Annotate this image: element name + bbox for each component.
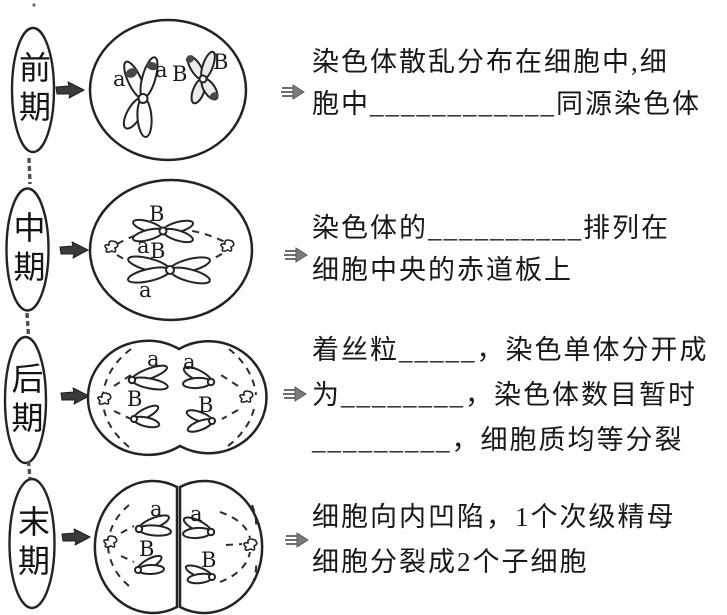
chromatid-label: B	[150, 239, 165, 263]
centromere	[206, 377, 216, 387]
connector-mark-icon	[25, 312, 31, 337]
description-line: 着丝粒_____，染色单体分开成	[312, 335, 709, 365]
arrow-right-icon	[60, 387, 90, 405]
arrow-right-icon	[61, 528, 91, 546]
chromosome-a-right	[182, 366, 216, 390]
centromere	[208, 417, 216, 425]
cell-telophase	[93, 479, 264, 615]
phase-label-prophase: 前期	[15, 51, 51, 129]
chromatid-label: B	[127, 387, 142, 411]
chromatid-label: B	[198, 393, 213, 417]
arrow-right-icon	[55, 81, 85, 99]
phase-label-metaphase: 中期	[9, 210, 46, 289]
centromere	[134, 524, 144, 534]
chromatid-labels: a a B B B a B a a a B B a B a B	[113, 50, 228, 572]
arrow-right-icon	[59, 241, 89, 259]
chromosome-b	[185, 50, 219, 105]
chromatid-label: a	[113, 67, 126, 91]
chromatid-label: a	[137, 234, 150, 258]
chromatid-label: a	[183, 350, 196, 374]
chromosome-a	[127, 255, 211, 285]
centromere	[130, 415, 138, 423]
chromatid-label: B	[201, 548, 216, 572]
chromosome-a-right	[182, 516, 216, 540]
chromosome-b-right	[184, 564, 216, 585]
cell-anaphase	[86, 339, 268, 457]
centromere	[158, 226, 168, 236]
phase-oval-prophase	[10, 26, 56, 154]
centromere	[137, 93, 149, 104]
centromere	[134, 566, 142, 574]
centromere	[127, 375, 137, 385]
centromere	[165, 265, 175, 275]
chromatid-label: B	[139, 537, 154, 561]
chromosome-b-left	[134, 554, 165, 576]
description-line: 染色体散乱分布在细胞中,细	[312, 47, 669, 77]
phase-label-anaphase: 后期	[7, 361, 44, 440]
phase-oval-anaphase	[3, 335, 48, 465]
arrow-right-icon	[280, 84, 305, 100]
chromatid-label: B	[213, 50, 228, 74]
centromere	[198, 74, 208, 84]
centromere	[208, 573, 216, 581]
arrow-right-icon	[284, 532, 309, 548]
description-line: 细胞中央的赤道板上	[312, 255, 573, 285]
description-metaphase: 染色体的__________排列在 细胞中央的赤道板上	[312, 207, 727, 291]
description-line: 细胞分裂成2个子细胞	[312, 547, 589, 577]
cell-membrane	[88, 178, 254, 322]
phase-connector-marks	[25, 3, 36, 480]
connector-mark-icon	[27, 157, 32, 185]
description-prophase: 染色体散乱分布在细胞中,细 胞中____________同源染色体	[312, 41, 727, 125]
chromosome-b-left	[130, 404, 161, 429]
chromatid-label: a	[150, 497, 163, 521]
description-line: 染色体的__________排列在	[312, 213, 670, 243]
description-line: 细胞向内凹陷，1个次级精母	[312, 502, 676, 532]
phase-label-telophase: 末期	[14, 504, 50, 583]
description-anaphase: 着丝粒_____，染色单体分开成 为________，染色体数目暂时 _____…	[312, 328, 727, 463]
chromosome-a-left	[134, 514, 172, 537]
chromatid-label: B	[149, 202, 164, 226]
description-line: 为________，染色体数目暂时	[312, 380, 697, 410]
chromatid-label: B	[172, 62, 187, 86]
chromosome-a-left	[127, 364, 169, 391]
chromosome-b	[131, 218, 195, 244]
chromosome-b-right	[185, 409, 216, 433]
phase-oval-metaphase	[5, 187, 50, 312]
chromosome-a	[122, 56, 159, 138]
chromatid-label: a	[147, 347, 160, 371]
ink-speck	[32, 3, 36, 7]
daughter-cell-left	[93, 479, 179, 615]
centromere	[206, 527, 216, 537]
chromatid-label: a	[155, 58, 168, 82]
cell-membrane	[86, 339, 268, 457]
connector-mark-icon	[26, 460, 32, 480]
cell-metaphase	[88, 178, 254, 322]
description-telophase: 细胞向内凹陷，1个次级精母 细胞分裂成2个子细胞	[312, 495, 727, 585]
chromatid-label: a	[190, 502, 203, 526]
spindle-fibers	[102, 348, 257, 448]
arrow-right-icon	[282, 386, 307, 402]
phase-oval-telophase	[8, 477, 56, 610]
chromatid-label: a	[139, 278, 152, 302]
description-line: _________，细胞质均等分裂	[312, 425, 684, 455]
description-line: 胞中____________同源染色体	[312, 89, 701, 119]
cell-prophase	[88, 18, 248, 162]
arrow-right-icon	[283, 247, 308, 263]
